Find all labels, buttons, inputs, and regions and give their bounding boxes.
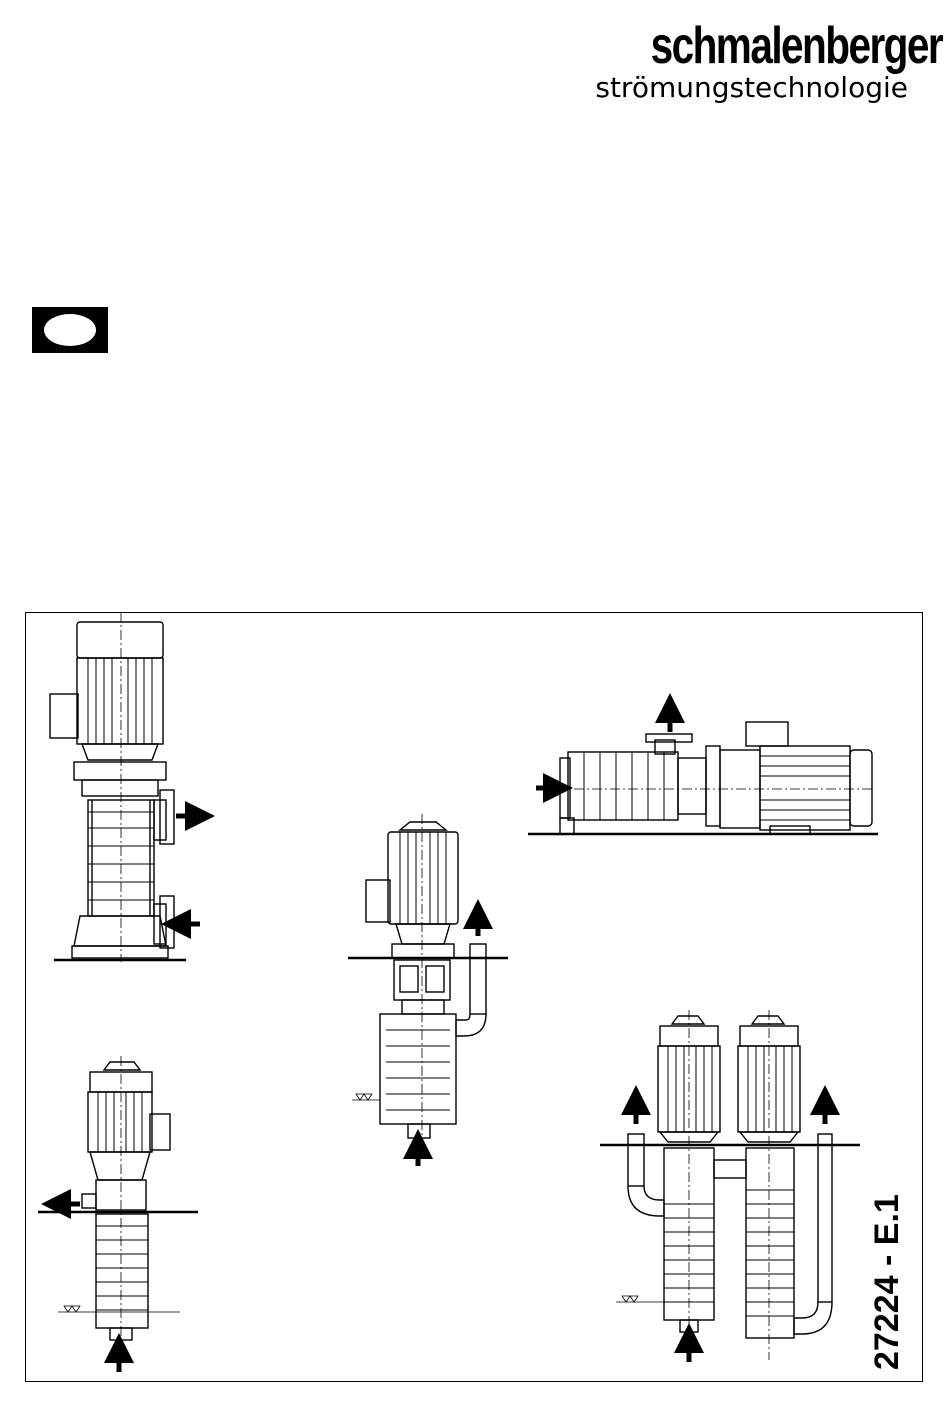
horizontal-multistage-pump-drawing [528, 708, 878, 834]
double-immersion-pump-drawing [600, 1010, 860, 1362]
document-number: 27224 - E.1 [868, 1194, 907, 1370]
immersion-pump-drawing [38, 1056, 198, 1372]
vertical-inline-pump-drawing [50, 612, 200, 962]
vertical-submersible-pump-drawing [348, 814, 508, 1166]
